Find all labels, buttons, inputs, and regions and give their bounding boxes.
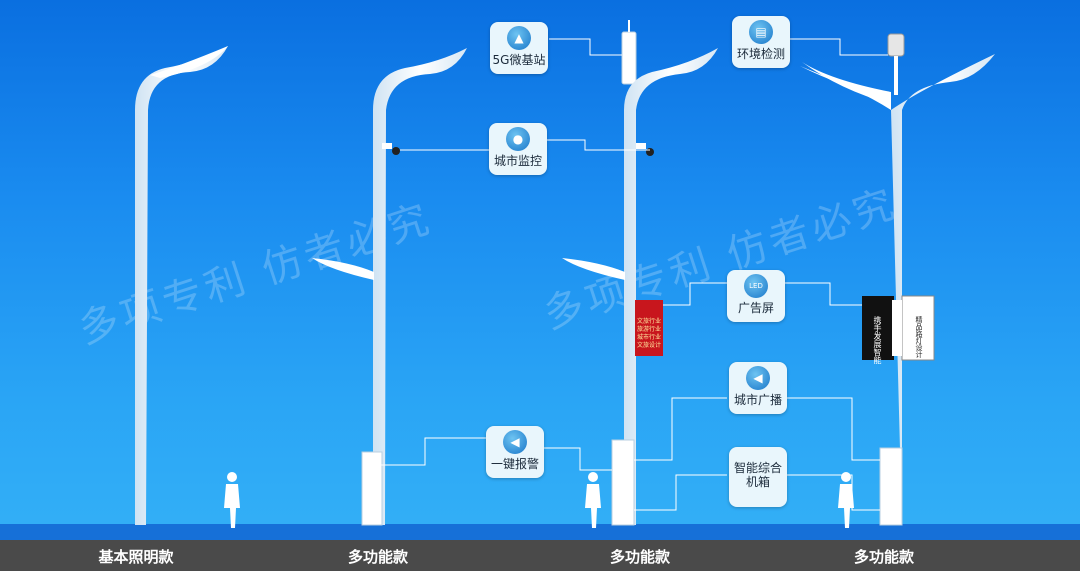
- label-ad-screen: 广告屏: [737, 301, 774, 315]
- caption-multi-3: 多功能款: [853, 548, 915, 566]
- caption-multi-1: 多功能款: [347, 548, 409, 566]
- callout-emergency-alarm: ◀ 一键报警: [486, 426, 544, 478]
- ad-black-text: 携手发展智能: [873, 316, 882, 364]
- ad-line-2: 旅游行业: [637, 326, 662, 333]
- ad-screen-white: 精品路灯设计: [906, 316, 932, 358]
- label-broadcast: 城市广播: [733, 393, 782, 407]
- ad-screen-left: 文旅行业 旅游行业 城市行业 文旅设计: [636, 318, 664, 356]
- ad-line-3: 城市行业: [637, 334, 662, 341]
- alarm-speaker-icon: ◀: [503, 430, 527, 454]
- callout-5g-base-station: ▲ 5G微基站: [490, 22, 548, 74]
- ad-line-4: 文旅设计: [637, 342, 662, 349]
- pole-multi-2: [562, 20, 718, 526]
- led-icon: LED: [744, 274, 768, 298]
- environment-sensor-icon: ▤: [749, 20, 773, 44]
- callout-broadcast: ◀ 城市广播: [729, 362, 787, 414]
- caption-bar: [0, 540, 1080, 571]
- ad-line-1: 文旅行业: [637, 318, 662, 325]
- speaker-icon: ◀: [746, 366, 770, 390]
- label-5g-base-station: 5G微基站: [492, 53, 546, 67]
- caption-multi-2: 多功能款: [609, 548, 671, 566]
- ground-strip: [0, 524, 1080, 540]
- callout-surveillance: ● 城市监控: [489, 123, 547, 175]
- pole-multi-3: [800, 33, 995, 526]
- ad-white-text: 精品路灯设计: [915, 316, 923, 358]
- pole-multi-1: [312, 48, 467, 526]
- ad-screen-black: 携手发展智能: [866, 316, 892, 364]
- caption-basic: 基本照明款: [98, 548, 174, 566]
- label-smart-box: 智能综合机箱: [733, 461, 782, 489]
- tower-icon: ▲: [507, 26, 531, 50]
- label-surveillance: 城市监控: [493, 154, 542, 168]
- label-emergency-alarm: 一键报警: [490, 457, 539, 471]
- label-environment: 环境检测: [736, 47, 785, 61]
- callout-smart-box: 智能综合机箱: [729, 447, 787, 507]
- camera-icon: ●: [506, 127, 530, 151]
- callout-environment: ▤ 环境检测: [732, 16, 790, 68]
- callout-ad-screen: LED 广告屏: [727, 270, 785, 322]
- pole-basic: [135, 46, 228, 525]
- leader-lines: [380, 38, 888, 511]
